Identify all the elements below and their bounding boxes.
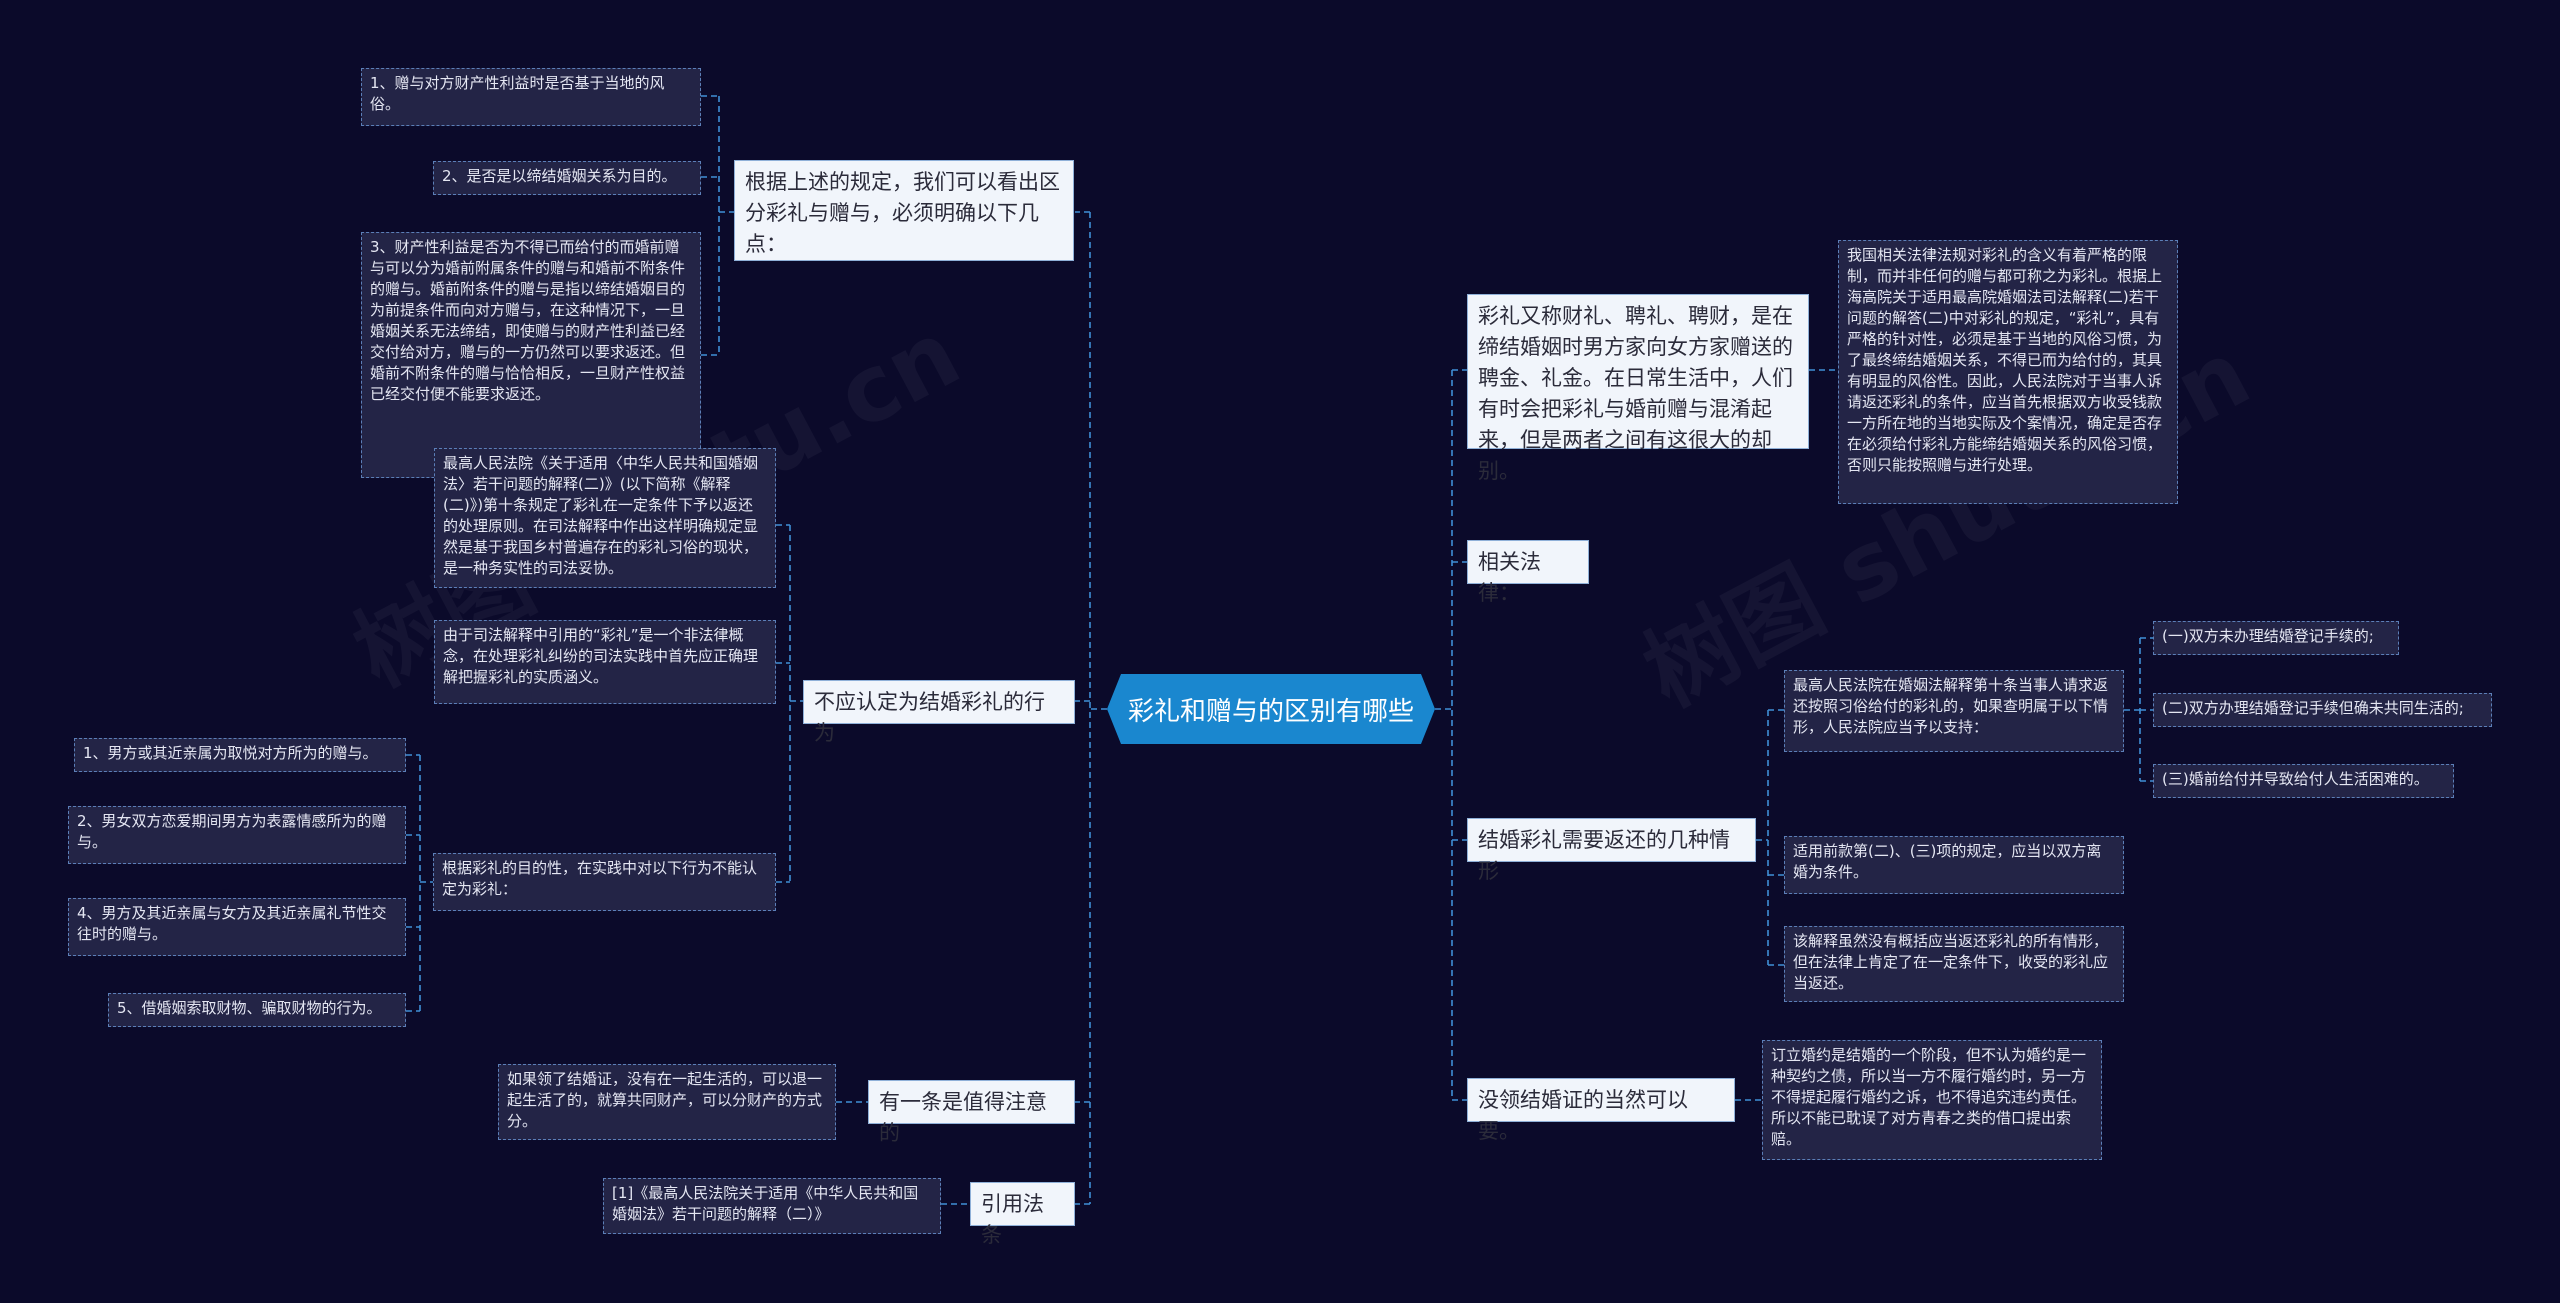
act-item-4[interactable]: 5、借婚姻索取财物、骗取财物的行为。 [108, 993, 406, 1027]
return-case-2[interactable]: (二)双方办理结婚登记手续但确未共同生活的; [2153, 693, 2492, 727]
not-bride-price-purpose[interactable]: 根据彩礼的目的性，在实践中对以下行为不能认定为彩礼： [433, 853, 776, 911]
return-court[interactable]: 最高人民法院在婚姻法解释第十条当事人请求返还按照习俗给付的彩礼的，如果查明属于以… [1784, 670, 2124, 752]
return-note[interactable]: 该解释虽然没有概括应当返还彩礼的所有情形，但在法律上肯定了在一定条件下，收受的彩… [1784, 926, 2124, 1002]
not-bride-price-concept[interactable]: 由于司法解释中引用的“彩礼”是一个非法律概念，在处理彩礼纠纷的司法实践中首先应正… [434, 620, 776, 704]
topic-return[interactable]: 结婚彩礼需要返还的几种情形 [1467, 818, 1756, 883]
root-topic[interactable]: 彩礼和赠与的区别有哪些 [1107, 674, 1435, 744]
note-text[interactable]: 如果领了结婚证，没有在一起生活的，可以退一起生活了的，就算共同财产，可以分财产的… [498, 1064, 836, 1140]
not-bride-price-court[interactable]: 最高人民法院《关于适用〈中华人民共和国婚姻法〉若干问题的解释(二)》(以下简称《… [434, 448, 776, 588]
distinguish-item-3[interactable]: 3、财产性利益是否为不得已而给付的而婚前赠与可以分为婚前附属条件的赠与和婚前不附… [361, 232, 701, 478]
topic-distinguish[interactable]: 根据上述的规定，我们可以看出区分彩礼与赠与，必须明确以下几点： [734, 160, 1074, 261]
cite-text[interactable]: [1]《最高人民法院关于适用《中华人民共和国婚姻法》若干问题的解释（二）》 [603, 1178, 941, 1234]
distinguish-item-1[interactable]: 1、赠与对方财产性利益时是否基于当地的风俗。 [361, 68, 701, 126]
topic-no-cert[interactable]: 没领结婚证的当然可以要。 [1467, 1078, 1735, 1143]
topic-law[interactable]: 相关法律： [1467, 540, 1589, 605]
topic-note[interactable]: 有一条是值得注意的 [868, 1080, 1075, 1145]
definition-detail[interactable]: 我国相关法律法规对彩礼的含义有着严格的限制，而并非任何的赠与都可称之为彩礼。根据… [1838, 240, 2178, 504]
distinguish-item-2[interactable]: 2、是否是以缔结婚姻关系为目的。 [433, 161, 701, 195]
topic-definition[interactable]: 彩礼又称财礼、聘礼、聘财，是在缔结婚姻时男方家向女方家赠送的聘金、礼金。在日常生… [1467, 294, 1809, 483]
act-item-3[interactable]: 4、男方及其近亲属与女方及其近亲属礼节性交往时的赠与。 [68, 898, 406, 956]
act-item-2[interactable]: 2、男女双方恋爱期间男方为表露情感所为的赠与。 [68, 806, 406, 864]
no-cert-text[interactable]: 订立婚约是结婚的一个阶段，但不认为婚约是一种契约之债，所以当一方不履行婚约时，另… [1762, 1040, 2102, 1160]
return-condition[interactable]: 适用前款第(二)、(三)项的规定，应当以双方离婚为条件。 [1784, 836, 2124, 894]
root-title: 彩礼和赠与的区别有哪些 [1127, 696, 1414, 727]
act-item-1[interactable]: 1、男方或其近亲属为取悦对方所为的赠与。 [74, 738, 406, 772]
topic-not-bride-price[interactable]: 不应认定为结婚彩礼的行为 [803, 680, 1075, 745]
return-case-3[interactable]: (三)婚前给付并导致给付人生活困难的。 [2153, 764, 2454, 798]
topic-cite[interactable]: 引用法条 [970, 1182, 1075, 1247]
return-case-1[interactable]: (一)双方未办理结婚登记手续的; [2153, 621, 2399, 655]
